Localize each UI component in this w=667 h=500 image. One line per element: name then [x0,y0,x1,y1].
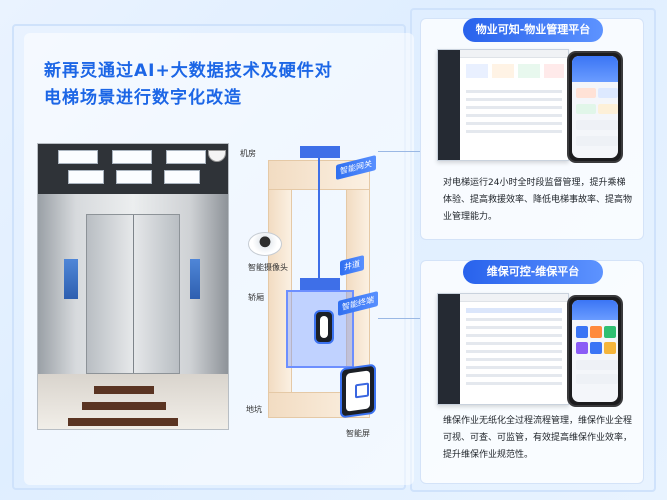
mobile-screen [572,56,618,158]
card-desc-maintenance: 维保作业无纸化全过程流程管理，维保作业全程可视、可查、可监管，有效提高维保作业效… [443,416,633,460]
card-title-maintenance: 维保可控-维保平台 [463,260,603,284]
elevator-ceiling [38,144,228,194]
smart-screen-device [340,363,376,419]
headline-line-1: 新再灵通过AI+大数据技术及硬件对 [44,61,333,81]
mobile-tile [576,88,596,98]
monitor-row [466,98,562,101]
mobile-tile [590,326,602,338]
monitor-row [466,342,562,345]
label-smart-camera: 智能摄像头 [248,263,288,272]
stat-tile [518,64,540,78]
card-property-platform: 物业可知-物业管理平台 [420,18,644,240]
smart-gateway-device [300,146,340,158]
monitor-sidebar [438,294,460,404]
monitor-row [466,366,562,369]
connector-line-bottom [378,318,420,319]
monitor-row [466,334,562,337]
ceiling-light [68,170,104,184]
mobile-tile [576,374,618,384]
elevator-side-screen [64,259,78,299]
card-title-property: 物业可知-物业管理平台 [463,18,603,42]
mobile-app-icon [567,51,623,163]
floor-strip [82,402,166,410]
page-headline: 新再灵通过AI+大数据技术及硬件对 电梯场景进行数字化改造 [44,58,374,112]
mobile-screen [572,300,618,402]
monitor-row [466,358,562,361]
stat-tile [466,64,488,78]
ceiling-light [116,170,152,184]
monitor-row [466,130,562,133]
mobile-tile [598,88,618,98]
smart-screen-display [346,370,370,412]
car-screen-display [320,316,328,338]
label-smart-screen: 智能屏 [346,429,370,438]
label-machine-room: 机房 [240,149,256,158]
mobile-tile [576,136,618,146]
card-desc-property: 对电梯运行24小时全时段监督管理，提升乘梯体验、提高救援效率、降低电梯事故率、提… [443,178,633,222]
monitor-row [466,106,562,109]
stat-tile [544,64,564,78]
mobile-tile [576,360,618,370]
car-screen-device [314,310,334,344]
ceiling-light [112,150,152,164]
mobile-tile [576,342,588,354]
monitor-row [466,374,562,377]
cable-line [318,158,320,280]
stat-tile [492,64,514,78]
mobile-app-icon [567,295,623,407]
maintenance-platform-screens [437,293,631,411]
mobile-tile [576,326,588,338]
mobile-tile [590,342,602,354]
maintenance-monitor-icon [437,293,569,405]
property-platform-screens [437,49,631,167]
monitor-header [460,50,568,58]
monitor-row [466,308,562,313]
ceiling-light [58,150,98,164]
monitor-row [466,318,562,321]
monitor-row [466,114,562,117]
mobile-tile [576,120,618,130]
dashboard-monitor-icon [437,49,569,161]
card-maintenance-platform: 维保可控-维保平台 [420,260,644,484]
mobile-tile [604,326,616,338]
mobile-header [572,56,618,82]
elevator-shaft-diagram [228,130,408,430]
elevator-floor [38,374,228,429]
label-pit: 地坑 [246,405,262,414]
floor-strip [94,386,154,394]
label-car-roof: 轿厢 [248,293,264,302]
mobile-tile [598,104,618,114]
smart-camera-icon [248,232,282,256]
connector-line-top [378,151,420,152]
mobile-header [572,300,618,320]
chip-icon [355,382,369,399]
monitor-sidebar [438,50,460,160]
floor-strip [68,418,178,426]
monitor-row [466,90,562,93]
ceiling-light [166,150,206,164]
monitor-row [466,382,562,385]
elevator-side-screen [190,259,200,299]
monitor-row [466,326,562,329]
shaft-wall-left [268,160,292,410]
headline-line-2: 电梯场景进行数字化改造 [44,88,242,108]
monitor-header [460,294,568,302]
mobile-tile [576,104,596,114]
elevator-door [86,214,180,374]
elevator-interior-image [37,143,229,430]
monitor-row [466,350,562,353]
smart-terminal-device [300,278,340,290]
mobile-tile [604,342,616,354]
ceiling-light [164,170,200,184]
monitor-row [466,122,562,125]
